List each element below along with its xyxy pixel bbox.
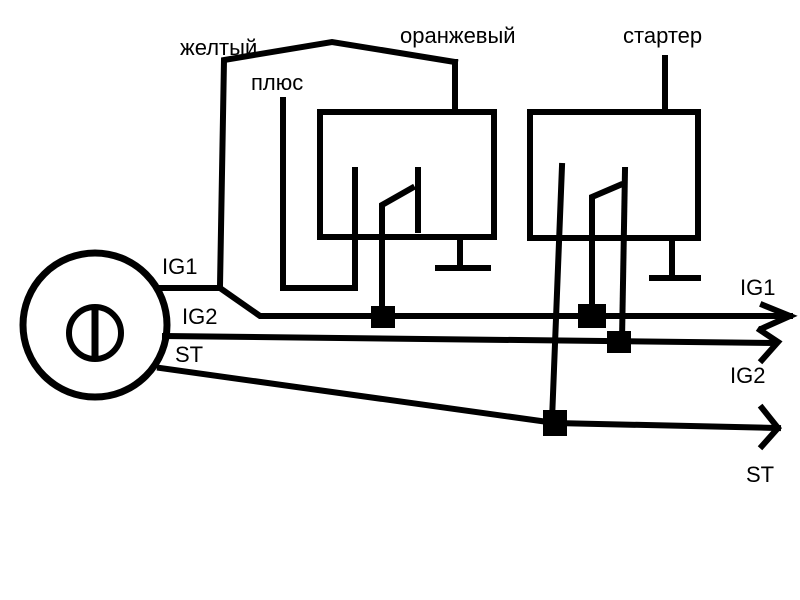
label-st-left: ST xyxy=(175,342,203,367)
junction-node xyxy=(607,331,631,353)
label-yellow: желтый xyxy=(180,35,257,60)
junction-node xyxy=(371,306,395,328)
yellow-wire xyxy=(216,38,459,290)
label-ig1-right: IG1 xyxy=(740,275,775,300)
junction-node xyxy=(578,304,606,328)
label-st-right: ST xyxy=(746,462,774,487)
ig1-line xyxy=(155,285,798,332)
label-ig1-left: IG1 xyxy=(162,254,197,279)
ignition-switch xyxy=(19,249,171,401)
label-plus: плюс xyxy=(251,70,303,95)
junction-node xyxy=(543,410,567,436)
label-ig2-right: IG2 xyxy=(730,363,765,388)
label-ig2-left: IG2 xyxy=(182,304,217,329)
ignition-key-icon xyxy=(66,304,124,362)
label-orange: оранжевый xyxy=(400,23,516,48)
relay-ig xyxy=(280,59,497,319)
relay-starter xyxy=(527,55,701,424)
st-line xyxy=(156,364,782,451)
label-starter: стартер xyxy=(623,23,702,48)
ig2-line xyxy=(161,325,783,365)
